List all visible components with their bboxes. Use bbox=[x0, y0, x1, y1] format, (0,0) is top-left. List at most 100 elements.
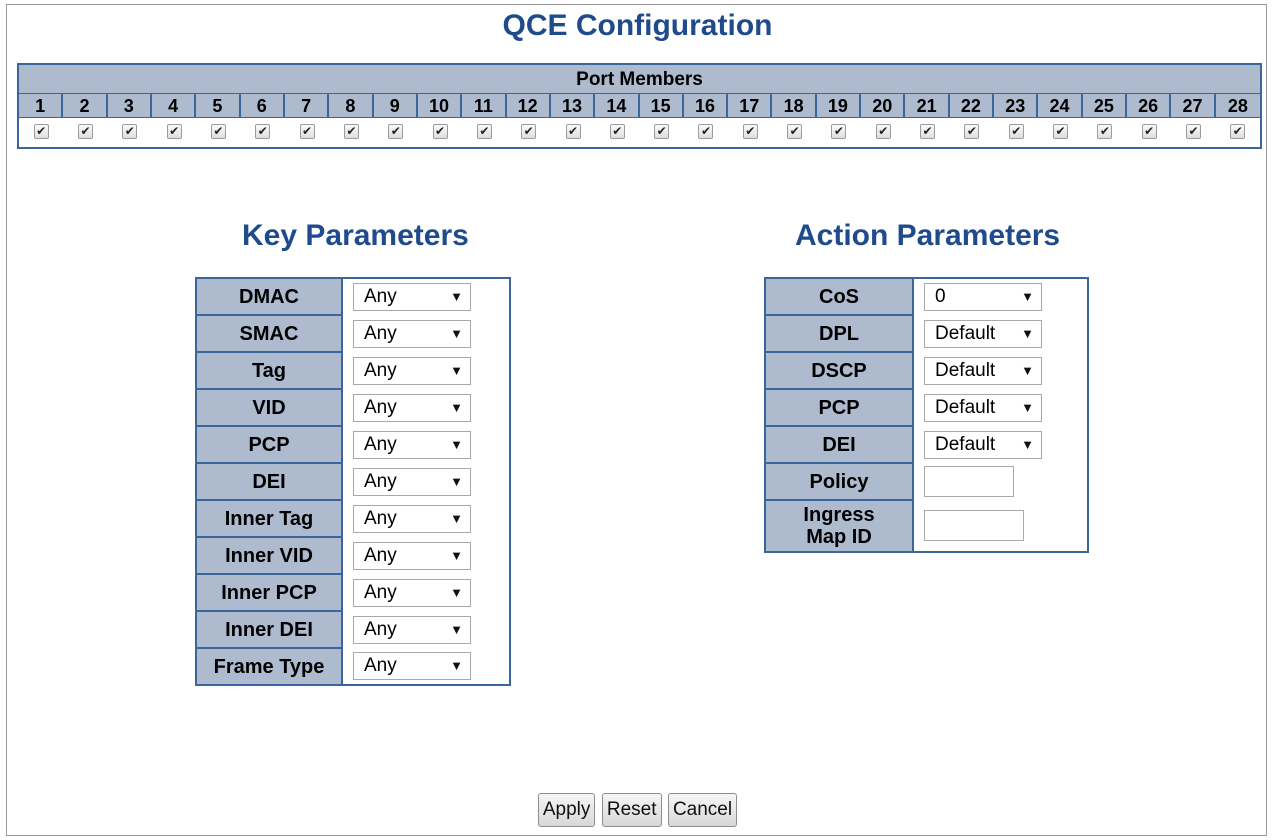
pcp-select[interactable]: Any▼ bbox=[353, 430, 471, 459]
inner-vid-select[interactable]: Any▼ bbox=[353, 541, 471, 570]
select-value: Any bbox=[364, 655, 397, 676]
port-number-27: 27 bbox=[1171, 94, 1216, 118]
vid-select[interactable]: Any▼ bbox=[353, 393, 471, 422]
dropdown-arrow-icon: ▼ bbox=[450, 621, 463, 637]
port-22-checkbox[interactable]: ✔ bbox=[964, 123, 980, 139]
select-value: Default bbox=[935, 433, 996, 455]
dropdown-arrow-icon: ▼ bbox=[450, 362, 463, 378]
frame-type-select[interactable]: Any▼ bbox=[353, 652, 471, 680]
port-number-11: 11 bbox=[462, 94, 507, 118]
port-8-checkbox[interactable]: ✔ bbox=[343, 123, 359, 139]
inner-dei-select[interactable]: Any▼ bbox=[353, 615, 471, 644]
apply-button[interactable]: Apply bbox=[537, 793, 596, 827]
tag-select[interactable]: Any ▼ bbox=[353, 356, 471, 385]
select-value: Any bbox=[364, 322, 397, 344]
port-10-checkbox[interactable]: ✔ bbox=[432, 123, 448, 139]
port-18-checkbox[interactable]: ✔ bbox=[787, 123, 803, 139]
select-value: Any bbox=[364, 507, 397, 529]
port-cell: ✔ bbox=[684, 123, 728, 139]
port-1-checkbox[interactable]: ✔ bbox=[33, 123, 49, 139]
dmac-select[interactable]: Any▼ bbox=[353, 283, 471, 311]
pcp-select[interactable]: Default▼ bbox=[924, 393, 1042, 422]
port-24-checkbox[interactable]: ✔ bbox=[1053, 123, 1069, 139]
port-number-12: 12 bbox=[507, 94, 551, 118]
port-11-checkbox[interactable]: ✔ bbox=[476, 123, 492, 139]
port-6-checkbox[interactable]: ✔ bbox=[255, 123, 271, 139]
smac-select[interactable]: Any▼ bbox=[353, 319, 471, 348]
port-checkbox-row: ✔ ✔ ✔ ✔ ✔ ✔ ✔ ✔ ✔ ✔ ✔ ✔ ✔ ✔ ✔ ✔ ✔ ✔ ✔ ✔ ✔ ✔ ✔ ✔ ✔ ✔ ✔ ✔ bbox=[19, 118, 1260, 144]
cos-select[interactable]: 0▼ bbox=[924, 283, 1042, 311]
dei-select[interactable]: Default ▼ bbox=[924, 430, 1042, 459]
dei-select[interactable]: Any ▼ bbox=[353, 467, 471, 496]
param-label-vid: VID bbox=[195, 388, 343, 427]
param-label-policy: Policy bbox=[764, 462, 914, 501]
port-5-checkbox[interactable]: ✔ bbox=[210, 123, 226, 139]
button-bar: Apply Reset Cancel bbox=[7, 793, 1268, 827]
port-14-checkbox[interactable]: ✔ bbox=[609, 123, 625, 139]
port-cell: ✔ bbox=[1038, 123, 1082, 139]
dpl-select[interactable]: Default▼ bbox=[924, 319, 1042, 348]
port-cell: ✔ bbox=[950, 123, 994, 139]
select-value: Any bbox=[364, 544, 397, 566]
port-number-3: 3 bbox=[108, 94, 152, 118]
param-label-tag: Tag bbox=[195, 351, 343, 390]
inner-pcp-select[interactable]: Any▼ bbox=[353, 578, 471, 607]
policy-input[interactable] bbox=[924, 466, 1014, 497]
port-25-checkbox[interactable]: ✔ bbox=[1097, 123, 1113, 139]
select-value: Any bbox=[364, 359, 397, 381]
dropdown-arrow-icon: ▼ bbox=[1021, 399, 1034, 415]
port-number-14: 14 bbox=[595, 94, 640, 118]
action-parameters-table: CoS 0▼ DPL Default▼ DSCP Default▼ PCP De… bbox=[764, 277, 1089, 553]
port-23-checkbox[interactable]: ✔ bbox=[1008, 123, 1024, 139]
port-7-checkbox[interactable]: ✔ bbox=[299, 123, 315, 139]
reset-button[interactable]: Reset bbox=[601, 793, 662, 827]
port-cell: ✔ bbox=[817, 123, 861, 139]
port-cell: ✔ bbox=[551, 123, 595, 139]
select-value: Default bbox=[935, 359, 996, 381]
ingress-map-id-input[interactable] bbox=[924, 510, 1024, 541]
port-9-checkbox[interactable]: ✔ bbox=[388, 123, 404, 139]
port-cell: ✔ bbox=[374, 123, 418, 139]
port-2-checkbox[interactable]: ✔ bbox=[77, 123, 93, 139]
port-13-checkbox[interactable]: ✔ bbox=[565, 123, 581, 139]
dropdown-arrow-icon: ▼ bbox=[450, 473, 463, 489]
port-17-checkbox[interactable]: ✔ bbox=[742, 123, 758, 139]
inner-tag-select[interactable]: Any ▼ bbox=[353, 504, 471, 533]
port-cell: ✔ bbox=[728, 123, 772, 139]
port-number-22: 22 bbox=[950, 94, 995, 118]
port-12-checkbox[interactable]: ✔ bbox=[521, 123, 537, 139]
port-16-checkbox[interactable]: ✔ bbox=[698, 123, 714, 139]
dropdown-arrow-icon: ▼ bbox=[1021, 362, 1034, 378]
port-26-checkbox[interactable]: ✔ bbox=[1141, 123, 1157, 139]
port-number-15: 15 bbox=[640, 94, 684, 118]
dropdown-arrow-icon: ▼ bbox=[1021, 436, 1034, 452]
dropdown-arrow-icon: ▼ bbox=[450, 510, 463, 526]
port-cell: ✔ bbox=[1083, 123, 1127, 139]
param-label-inner-tag: Inner Tag bbox=[195, 499, 343, 538]
port-cell: ✔ bbox=[772, 123, 816, 139]
port-20-checkbox[interactable]: ✔ bbox=[875, 123, 891, 139]
port-3-checkbox[interactable]: ✔ bbox=[122, 123, 138, 139]
port-28-checkbox[interactable]: ✔ bbox=[1230, 123, 1246, 139]
port-cell: ✔ bbox=[196, 123, 240, 139]
param-label-inner-vid: Inner VID bbox=[195, 536, 343, 575]
dropdown-arrow-icon: ▼ bbox=[450, 436, 463, 452]
port-number-10: 10 bbox=[418, 94, 463, 118]
port-cell: ✔ bbox=[329, 123, 373, 139]
select-value: Any bbox=[364, 470, 397, 492]
port-15-checkbox[interactable]: ✔ bbox=[654, 123, 670, 139]
port-number-7: 7 bbox=[285, 94, 330, 118]
port-4-checkbox[interactable]: ✔ bbox=[166, 123, 182, 139]
port-cell: ✔ bbox=[152, 123, 196, 139]
key-parameters-title: Key Parameters bbox=[242, 219, 469, 252]
port-21-checkbox[interactable]: ✔ bbox=[920, 123, 936, 139]
cancel-button[interactable]: Cancel bbox=[667, 793, 738, 827]
port-number-8: 8 bbox=[329, 94, 374, 118]
port-27-checkbox[interactable]: ✔ bbox=[1186, 123, 1201, 139]
dscp-select[interactable]: Default ▼ bbox=[924, 356, 1042, 385]
port-19-checkbox[interactable]: ✔ bbox=[831, 123, 847, 139]
port-cell: ✔ bbox=[507, 123, 551, 139]
